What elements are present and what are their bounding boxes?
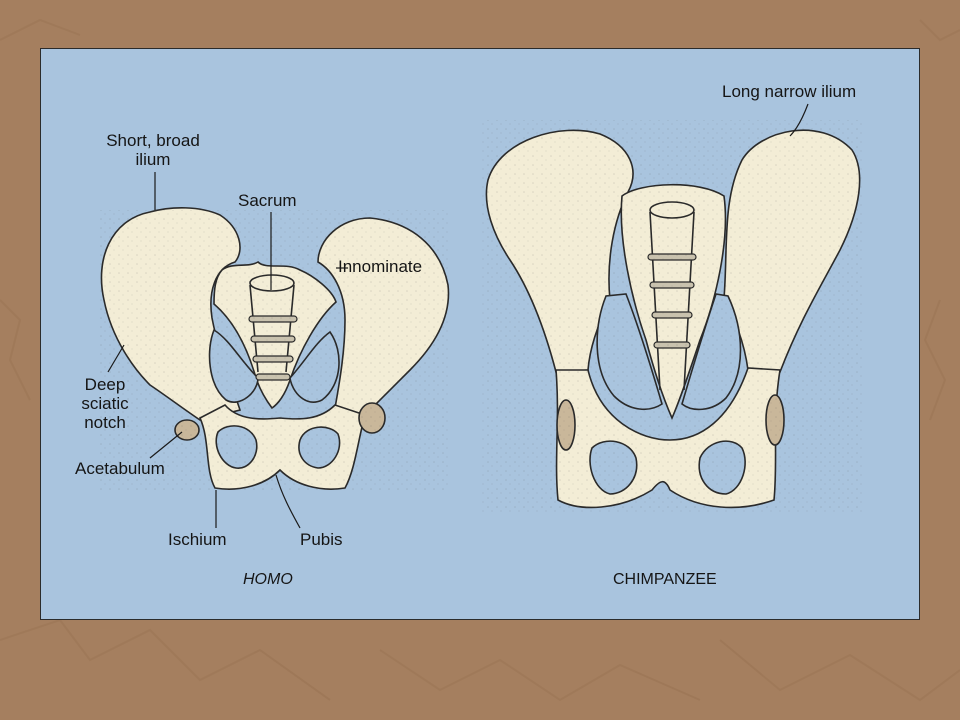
- label-short-broad-ilium-line2: ilium: [135, 150, 171, 169]
- label-long-narrow-ilium: Long narrow ilium: [722, 82, 857, 101]
- chimp-stipple: [480, 120, 865, 515]
- label-acetabulum: Acetabulum: [75, 459, 165, 478]
- caption-chimpanzee: CHIMPANZEE: [613, 571, 717, 588]
- label-notch-line3: notch: [84, 413, 126, 432]
- label-notch-line1: Deep: [84, 375, 126, 394]
- leader-pubis: [275, 474, 301, 529]
- homo-stipple: [100, 210, 450, 490]
- leader-sciatic-notch: [107, 344, 125, 373]
- label-short-broad-ilium-line1: Short, broad: [106, 131, 200, 150]
- leader-lines: [107, 103, 809, 529]
- label-deep-sciatic-notch: Deep sciatic notch: [72, 375, 138, 432]
- leader-long-narrow-ilium: [789, 103, 809, 137]
- leader-acetabulum: [149, 431, 183, 459]
- caption-homo: HOMO: [243, 571, 293, 588]
- label-ischium: Ischium: [168, 530, 227, 549]
- label-sacrum: Sacrum: [238, 191, 297, 210]
- label-pubis: Pubis: [300, 530, 343, 549]
- label-innominate: Innominate: [338, 257, 423, 276]
- label-short-broad-ilium: Short, broad ilium: [88, 131, 218, 169]
- label-notch-line2: sciatic: [81, 394, 129, 413]
- background-texture: [0, 18, 960, 702]
